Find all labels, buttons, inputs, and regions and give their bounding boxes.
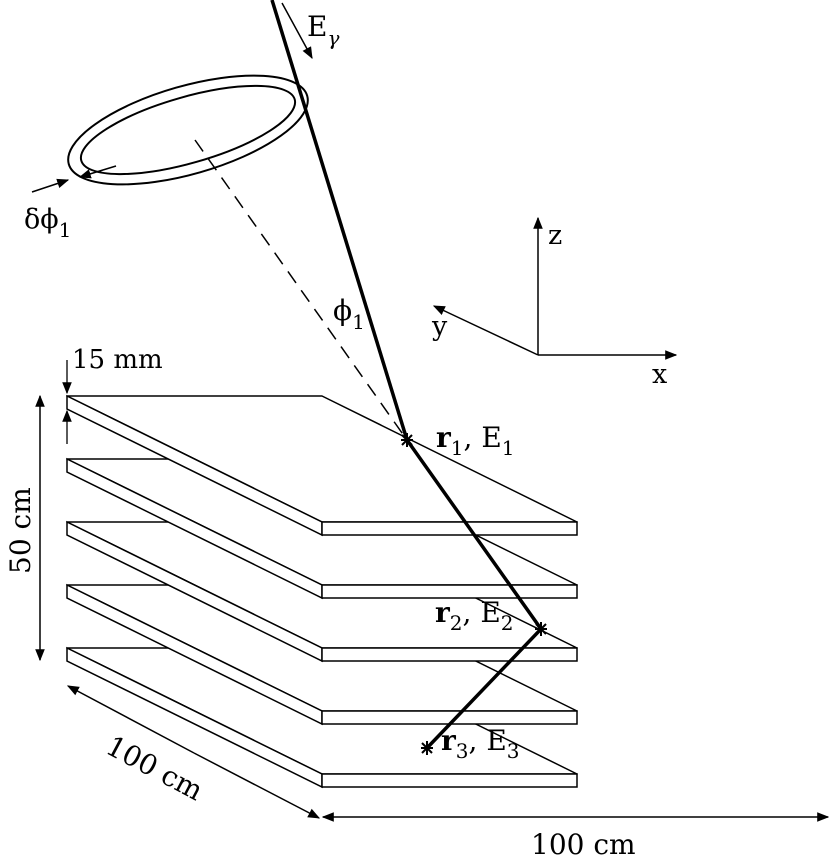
ring-width-arrow-inner xyxy=(78,165,117,179)
axis-z-label: z xyxy=(548,220,562,251)
ring-width-label: δϕ1 xyxy=(24,204,71,242)
hit2-label: r2, E2 xyxy=(435,596,514,635)
detector-plate xyxy=(66,394,578,537)
cone-ring xyxy=(67,74,309,186)
energy-arrow xyxy=(281,2,313,60)
width-label: 100 cm xyxy=(531,828,636,860)
cone-ring-outer xyxy=(67,74,309,186)
gap-label: 15 mm xyxy=(72,345,163,375)
cone-angle-label: ϕ1 xyxy=(333,294,365,334)
hit3-label: r3, E3 xyxy=(441,724,520,763)
gamma-track xyxy=(270,0,409,441)
depth-arrow-b xyxy=(193,752,321,819)
hit-marker-2 xyxy=(535,622,547,636)
depth-arrow-a xyxy=(66,685,195,754)
hit1-label: r1, E1 xyxy=(436,421,515,460)
cone-ring-inner xyxy=(79,84,297,176)
hit-marker-3 xyxy=(421,741,433,755)
energy-label: Eγ xyxy=(307,10,339,50)
hit-marker-1 xyxy=(401,433,413,447)
detector-plates xyxy=(66,394,578,789)
coordinate-axes xyxy=(432,216,678,360)
height-label: 50 cm xyxy=(4,487,37,574)
axis-y-label: y xyxy=(431,311,448,342)
axis-x-label: x xyxy=(652,359,667,390)
cone-axis-dashed xyxy=(194,139,408,441)
axis-y-line xyxy=(432,305,539,356)
depth-label: 100 cm xyxy=(101,729,209,807)
ring-width-arrow-outer xyxy=(31,178,70,193)
